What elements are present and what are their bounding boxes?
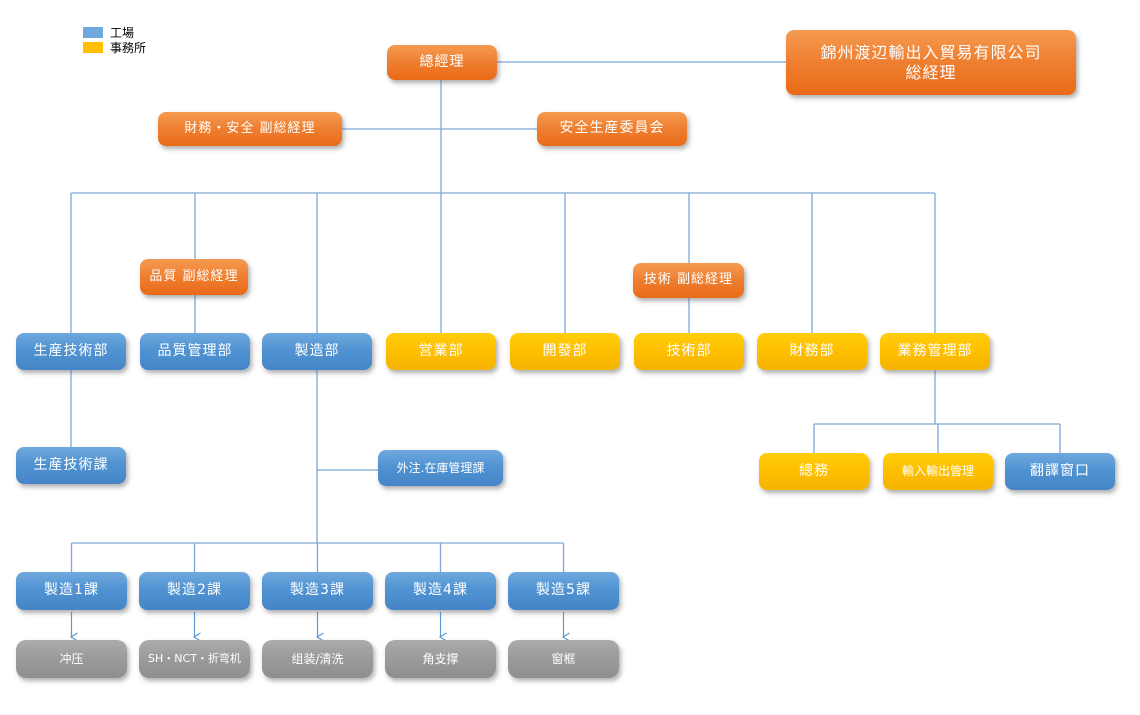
node-label: 輸入輸出管理 <box>901 464 974 478</box>
node-process-assembly[interactable]: 组装/清洗 <box>262 640 373 678</box>
company-title: 総経理 <box>905 62 957 82</box>
node-label: 製造5課 <box>536 582 591 599</box>
node-label: 總務 <box>799 462 829 479</box>
node-production-tech-section[interactable]: 生産技術課 <box>16 447 126 484</box>
node-process-press[interactable]: 冲压 <box>16 640 127 678</box>
node-tech-vgm[interactable]: 技術 副総経理 <box>633 263 744 298</box>
factory-color-swatch <box>83 26 103 38</box>
node-label: 安全生産委員会 <box>559 120 665 137</box>
node-label: 製造2課 <box>167 582 222 599</box>
node-technology-dept[interactable]: 技術部 <box>634 333 744 370</box>
node-mfg-section3[interactable]: 製造3課 <box>262 572 373 610</box>
node-mfg-section2[interactable]: 製造2課 <box>139 572 250 610</box>
node-mfg-section4[interactable]: 製造4課 <box>385 572 496 610</box>
node-label: 開發部 <box>542 342 588 359</box>
node-label: 生産技術課 <box>33 456 109 473</box>
node-development-dept[interactable]: 開發部 <box>510 333 620 370</box>
node-production-tech-dept[interactable]: 生産技術部 <box>16 333 126 370</box>
node-label: 製造部 <box>294 342 340 359</box>
company-name: 錦州渡辺輸出入貿易有限公司 <box>820 42 1042 62</box>
node-label: 品質管理部 <box>157 342 233 359</box>
node-label: SH・NCT・折弯机 <box>148 652 241 666</box>
node-label: 翻譯窗口 <box>1030 462 1090 479</box>
node-label: 冲压 <box>59 651 84 666</box>
node-manufacturing-dept[interactable]: 製造部 <box>262 333 372 370</box>
legend: 工場 事務所 <box>83 25 146 55</box>
node-label: 角支撑 <box>422 651 459 666</box>
node-label: 製造1課 <box>44 582 99 599</box>
office-color-swatch <box>83 41 103 53</box>
node-finance-safety-vgm[interactable]: 財務・安全 副総経理 <box>158 112 342 146</box>
node-process-corner[interactable]: 角支撑 <box>385 640 496 678</box>
node-safety-committee[interactable]: 安全生産委員会 <box>537 112 687 146</box>
legend-item-office: 事務所 <box>83 40 147 55</box>
node-label: 组装/清洗 <box>291 651 344 666</box>
node-label: 製造4課 <box>413 582 468 599</box>
node-finance-dept[interactable]: 財務部 <box>757 333 867 370</box>
node-mfg-section5[interactable]: 製造5課 <box>508 572 619 610</box>
node-label: 生産技術部 <box>33 342 109 359</box>
node-label: 製造3課 <box>290 582 345 599</box>
node-sales-dept[interactable]: 営業部 <box>386 333 496 370</box>
node-mfg-section1[interactable]: 製造1課 <box>16 572 127 610</box>
node-company-general-manager[interactable]: 錦州渡辺輸出入貿易有限公司 総経理 <box>786 30 1076 95</box>
node-label: 總經理 <box>419 53 465 70</box>
node-label: 営業部 <box>418 342 464 359</box>
office-label: 事務所 <box>110 40 147 55</box>
node-label: 外注.在庫管理課 <box>396 460 485 475</box>
node-translation-window[interactable]: 翻譯窗口 <box>1005 453 1115 490</box>
node-business-admin-dept[interactable]: 業務管理部 <box>880 333 990 370</box>
factory-label: 工場 <box>110 25 135 40</box>
node-outsourcing-inventory-section[interactable]: 外注.在庫管理課 <box>378 450 503 486</box>
node-process-sh-nct[interactable]: SH・NCT・折弯机 <box>139 640 250 678</box>
node-process-frame[interactable]: 窗框 <box>508 640 619 678</box>
node-import-export[interactable]: 輸入輸出管理 <box>883 453 993 490</box>
node-label: 品質 副総経理 <box>149 268 239 284</box>
node-label: 財務・安全 副総経理 <box>184 120 316 136</box>
node-general-affairs[interactable]: 總務 <box>759 453 869 490</box>
node-label: 技術部 <box>666 342 712 359</box>
node-quality-vgm[interactable]: 品質 副総経理 <box>140 259 248 295</box>
node-quality-dept[interactable]: 品質管理部 <box>140 333 250 370</box>
node-label: 技術 副総経理 <box>643 272 734 288</box>
node-label: 財務部 <box>789 342 835 359</box>
node-label: 窗框 <box>551 651 576 666</box>
node-label: 業務管理部 <box>897 342 973 359</box>
node-general-manager[interactable]: 總經理 <box>387 45 497 80</box>
legend-item-factory: 工場 <box>83 25 146 40</box>
